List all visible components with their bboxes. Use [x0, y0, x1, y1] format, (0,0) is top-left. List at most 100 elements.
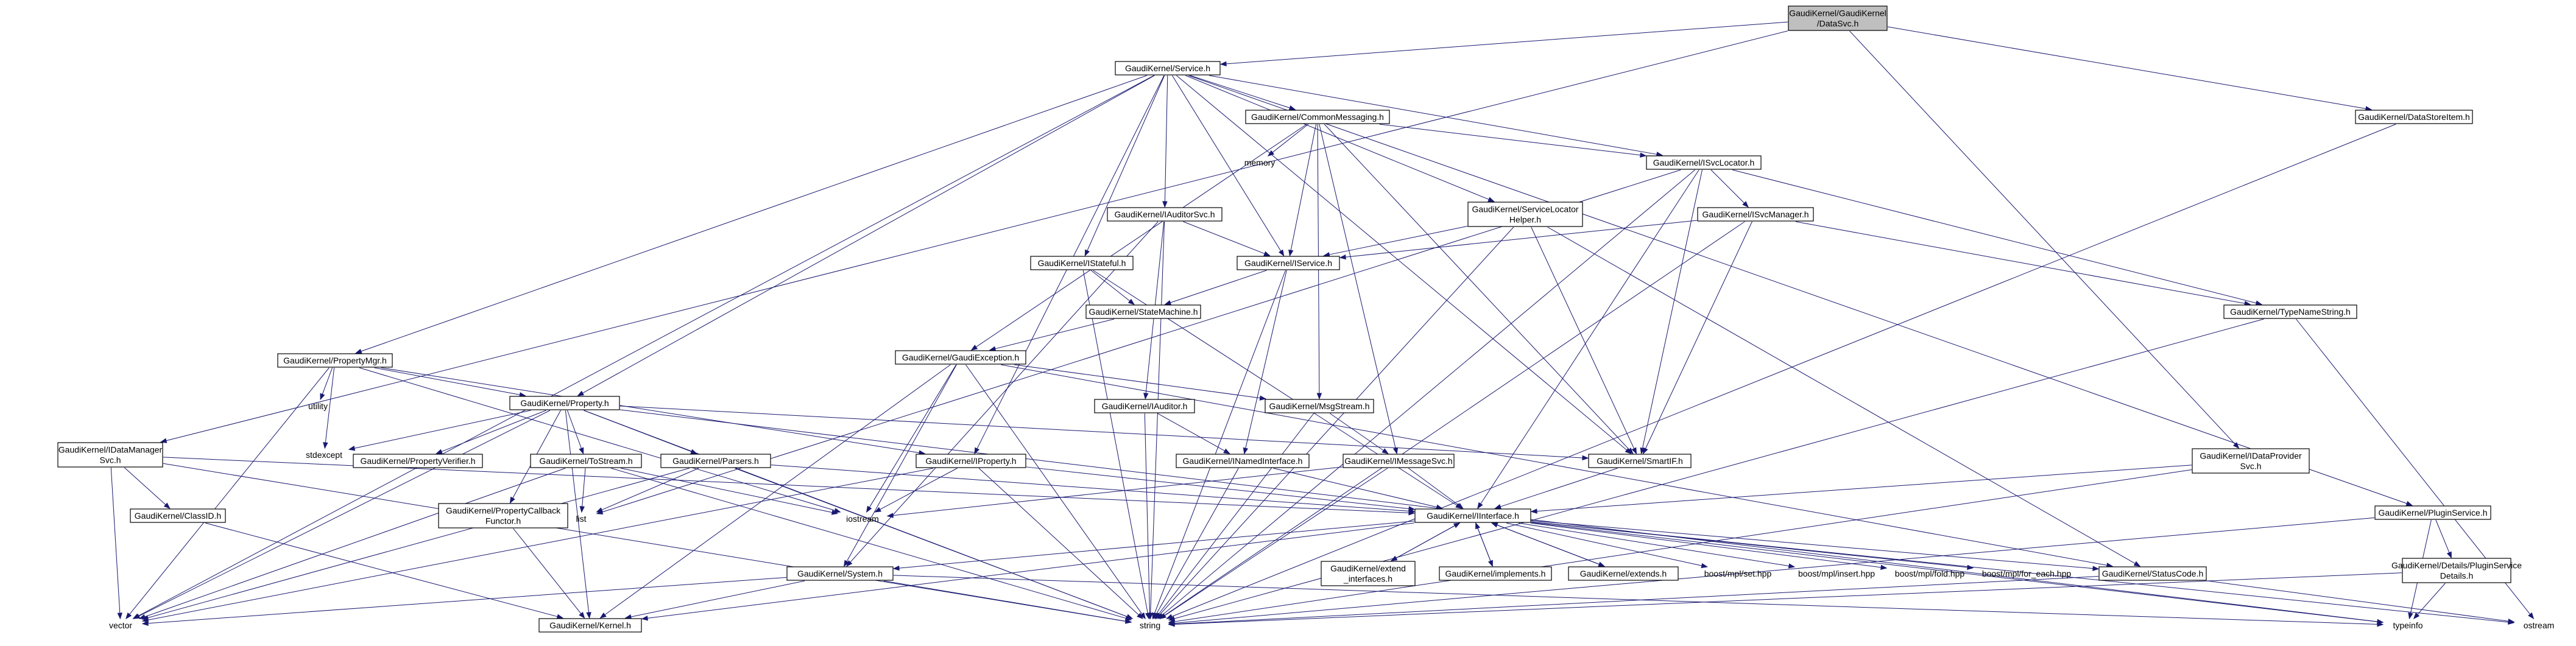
node-iproperty[interactable]: GaudiKernel/IProperty.h [916, 454, 1026, 468]
node-pluginservicedetails[interactable]: GaudiKernel/Details/PluginServiceDetails… [2391, 558, 2522, 583]
node-label: boost/mpl/set.hpp [1704, 569, 1772, 578]
node-label: GaudiKernel/DataStoreItem.h [2358, 112, 2470, 122]
edge-tostream-to-vector [138, 468, 566, 619]
node-iauditorsvc[interactable]: GaudiKernel/IAuditorSvc.h [1107, 207, 1223, 222]
edge-propertymgr-to-iostream [359, 367, 841, 513]
node-commonmessaging[interactable]: GaudiKernel/CommonMessaging.h [1245, 110, 1390, 124]
node-extends[interactable]: GaudiKernel/extends.h [1568, 566, 1679, 581]
edge-service-to-property [577, 75, 1155, 396]
node-label: Helper.h [1509, 215, 1541, 225]
node-label: Functor.h [485, 516, 521, 526]
node-service[interactable]: GaudiKernel/Service.h [1115, 61, 1221, 75]
node-label: Svc.h [2240, 462, 2261, 471]
node-iauditor[interactable]: GaudiKernel/IAuditor.h [1094, 399, 1195, 413]
edge-isvcmanager-to-typenamestring [1795, 221, 2251, 306]
node-stdexcept: stdexcept [306, 450, 342, 460]
node-datastoreitem[interactable]: GaudiKernel/DataStoreItem.h [2355, 110, 2473, 124]
edge-datastoreitem-to-string [1166, 124, 2396, 619]
node-box [786, 566, 894, 581]
node-isvcmanager[interactable]: GaudiKernel/ISvcManager.h [1697, 207, 1814, 222]
edge-commonmessaging-to-smartif [1324, 124, 1634, 455]
edge-isvcmanager-to-iservice [1339, 220, 1698, 260]
node-utility: utility [308, 401, 328, 411]
node-label: GaudiKernel/IDataManager [58, 445, 163, 455]
node-mpl-insert: boost/mpl/insert.hpp [1798, 569, 1875, 578]
node-statemachine[interactable]: GaudiKernel/StateMachine.h [1085, 304, 1201, 319]
node-implements[interactable]: GaudiKernel/implements.h [1439, 566, 1552, 581]
edge-gaudiexception-to-string [965, 364, 1146, 620]
node-inamedinterface[interactable]: GaudiKernel/INamedInterface.h [1176, 454, 1310, 468]
node-iinterface[interactable]: GaudiKernel/IInterface.h [1414, 508, 1531, 523]
node-box [438, 503, 568, 528]
edge-gaudiexception-to-statuscode [1001, 364, 2114, 568]
edge-service-to-pluginservice [1188, 75, 2413, 506]
edge-commonmessaging-to-memory [1267, 124, 1309, 156]
node-gaudiexception[interactable]: GaudiKernel/GaudiException.h [895, 350, 1026, 365]
node-ostream: ostream [2524, 620, 2555, 630]
node-typenamestring[interactable]: GaudiKernel/TypeNameString.h [2223, 304, 2357, 319]
node-smartif[interactable]: GaudiKernel/SmartIF.h [1588, 454, 1692, 468]
edge-parsers-to-vector [141, 468, 690, 620]
edge-isvclocator-to-isvcmanager [1710, 169, 1749, 208]
node-label: GaudiKernel/Property.h [520, 398, 609, 408]
edge-istateful-to-statemachine [1090, 270, 1135, 305]
edge-idatamanagersvc-to-vector [110, 467, 122, 620]
edge-system-to-kernel [624, 580, 805, 620]
edge-isvclocator-to-iinterface [1477, 169, 1699, 510]
node-system[interactable]: GaudiKernel/System.h [786, 566, 894, 581]
edge-pluginservicedetails-to-typeinfo [2413, 583, 2446, 620]
node-box [895, 350, 1026, 365]
node-box [1115, 61, 1221, 75]
node-box [538, 618, 642, 633]
node-propertymgr[interactable]: GaudiKernel/PropertyMgr.h [277, 353, 393, 368]
node-box [1414, 508, 1531, 523]
node-istateful[interactable]: GaudiKernel/IStateful.h [1030, 256, 1134, 270]
node-kernel[interactable]: GaudiKernel/Kernel.h [538, 618, 642, 633]
node-iclassid[interactable]: GaudiKernel/ClassID.h [130, 508, 226, 523]
node-extend-interfaces[interactable]: GaudiKernel/extend_interfaces.h [1321, 561, 1416, 586]
edge-iinterface-to-mpl_fold [1530, 522, 1888, 571]
node-label: GaudiKernel/PropertyCallback [446, 506, 561, 516]
node-label: GaudiKernel/IDataProvider [2200, 451, 2302, 461]
edge-system-to-string [883, 580, 1132, 624]
node-pluginservice[interactable]: GaudiKernel/PluginService.h [2374, 505, 2491, 520]
node-label: GaudiKernel/IAuditor.h [1102, 401, 1188, 411]
edge-gaudiexception-to-msgstream [1014, 364, 1267, 401]
edge-pluginservice-to-pluginservicedetails [2435, 519, 2452, 559]
node-label: GaudiKernel/SmartIF.h [1597, 456, 1683, 466]
node-label: GaudiKernel/ClassID.h [135, 511, 221, 521]
node-box [277, 353, 393, 368]
node-propertyverifier[interactable]: GaudiKernel/PropertyVerifier.h [353, 454, 483, 468]
node-parsers[interactable]: GaudiKernel/Parsers.h [660, 454, 771, 468]
edge-tostream-to-list [579, 468, 586, 513]
node-property[interactable]: GaudiKernel/Property.h [509, 396, 620, 410]
edge-isvclocator-to-string [1157, 169, 1695, 619]
edge-imessagesvc-to-iinterface [1408, 468, 1464, 509]
node-box [1245, 110, 1390, 124]
edge-servicelocatorhelper-to-smartif [1531, 226, 1637, 455]
node-iservice[interactable]: GaudiKernel/IService.h [1237, 256, 1340, 270]
node-label: _interfaces.h [1343, 574, 1392, 584]
node-box [2402, 558, 2511, 583]
node-label: memory [1244, 158, 1276, 167]
edge-tostream-to-string [611, 468, 1132, 621]
node-isvclocator[interactable]: GaudiKernel/ISvcLocator.h [1646, 155, 1762, 170]
node-statuscode[interactable]: GaudiKernel/StatusCode.h [2098, 566, 2207, 581]
node-tostream[interactable]: GaudiKernel/ToStream.h [530, 454, 642, 468]
edge-iproperty-to-iinterface [1026, 466, 1416, 511]
node-msgstream[interactable]: GaudiKernel/MsgStream.h [1265, 399, 1374, 413]
node-imessagesvc[interactable]: GaudiKernel/IMessageSvc.h [1343, 454, 1455, 468]
node-datasvc[interactable]: GaudiKernel/GaudiKernel/DataSvc.h [1788, 5, 1888, 31]
edge-service-to-propertymgr [355, 75, 1147, 354]
node-box [1030, 256, 1134, 270]
node-label: utility [308, 401, 328, 411]
node-label: GaudiKernel/INamedInterface.h [1183, 456, 1303, 466]
edge-service-to-servicelocatorhelper [1185, 75, 1495, 202]
node-label: Svc.h [99, 455, 121, 465]
node-box [2223, 304, 2357, 319]
edge-datasvc-to-idataprovidersvc [1849, 30, 2240, 449]
